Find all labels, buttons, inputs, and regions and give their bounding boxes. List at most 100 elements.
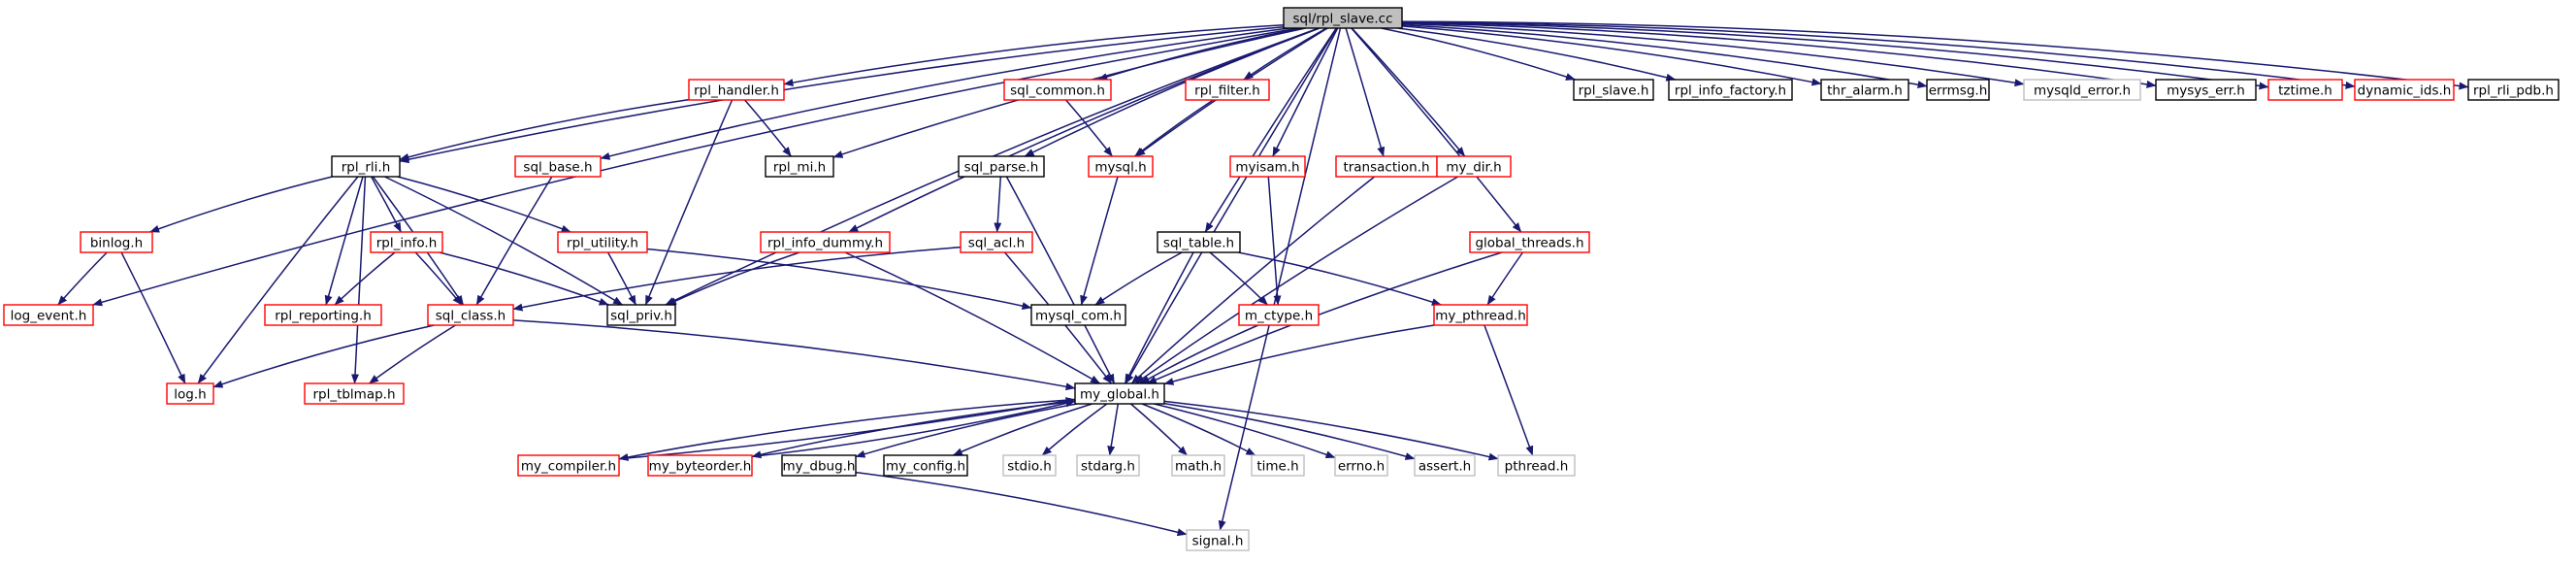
node-mysys-err-h[interactable]: mysys_err.h [2155,79,2257,101]
edge-n0-to-n26 [1204,27,1337,233]
node-box [3,304,94,326]
edge-n22-to-n30 [414,251,463,306]
node-box [80,231,153,253]
node-rpl-utility-h[interactable]: rpl_utility.h [557,231,648,253]
node-myisam-h[interactable]: myisam.h [1229,155,1306,178]
node-label: my_compiler.h [521,459,616,475]
node-box [557,231,648,253]
edge-n1-to-n15 [744,99,792,157]
node-label: dynamic_ids.h [2358,83,2452,99]
node-box [1030,304,1126,326]
node-mysqld-error-h: mysqld_error.h [2023,79,2141,101]
edge-n37-to-n42 [1041,403,1108,456]
node-box [1238,304,1320,326]
node-box [1497,454,1576,477]
node-sql-priv-h[interactable]: sql_priv.h [606,304,676,326]
node-rpl-filter-h[interactable]: rpl_filter.h [1185,79,1270,101]
node-label: mysql_com.h [1035,309,1122,324]
node-dynamic-ids-h[interactable]: dynamic_ids.h [2354,79,2455,101]
node-log-h[interactable]: log.h [166,382,214,405]
node-binlog-h[interactable]: binlog.h [80,231,153,253]
edge-n21-to-n35 [120,251,186,384]
node-label: tztime.h [2278,83,2332,99]
node-sql-base-h[interactable]: sql_base.h [514,155,602,178]
node-box [960,231,1033,253]
node-box [1433,304,1528,326]
node-sql-class-h[interactable]: sql_class.h [427,304,514,326]
node-label: rpl_tblmap.h [312,387,395,403]
edge-n22-to-n31 [439,251,609,306]
node-box [1076,454,1140,477]
edge-n21-to-n28 [57,251,108,306]
node-label: rpl_utility.h [567,236,638,251]
node-rpl-info-dummy-h[interactable]: rpl_info_dummy.h [760,231,891,253]
edge-n30-to-n36 [369,324,456,384]
node-mysql-com-h[interactable]: mysql_com.h [1030,304,1126,326]
node-my-byteorder-h[interactable]: my_byteorder.h [647,454,753,477]
node-box [1283,7,1403,29]
node-math-h: math.h [1171,454,1225,477]
node-box [1088,155,1154,178]
node-my-config-h[interactable]: my_config.h [883,454,968,477]
node-my-compiler-h[interactable]: my_compiler.h [517,454,620,477]
node-errmsg-h[interactable]: errmsg.h [1926,79,1990,101]
node-box [514,155,602,178]
node-label: sql_priv.h [610,309,672,324]
edge-n0-to-n19 [1345,27,1386,157]
edge-n0-to-n9 [1401,21,2157,88]
edge-n3-to-n17 [1134,99,1214,157]
node-label: m_ctype.h [1245,309,1313,324]
node-rpl-slave-h[interactable]: rpl_slave.h [1573,79,1654,101]
node-rpl-tblmap-h[interactable]: rpl_tblmap.h [304,382,405,405]
node-thr-alarm-h[interactable]: thr_alarm.h [1820,79,1909,101]
node-rpl-rli-pdb-h[interactable]: rpl_rli_pdb.h [2467,79,2560,101]
edge-n37-to-n44 [1130,403,1189,456]
node-label: sql_class.h [436,309,505,324]
node-label: rpl_info_dummy.h [767,236,883,251]
node-rpl-info-h[interactable]: rpl_info.h [370,231,443,253]
node-label: pthread.h [1505,459,1569,475]
node-my-pthread-h[interactable]: my_pthread.h [1433,304,1528,326]
node-sql-acl-h[interactable]: sql_acl.h [960,231,1033,253]
node-box [1157,231,1241,253]
node-my-global-h[interactable]: my_global.h [1074,382,1165,405]
node-my-dir-h[interactable]: my_dir.h [1436,155,1512,178]
node-label: errno.h [1338,459,1385,475]
edge-n0-to-n6 [1401,25,1822,86]
edge-n0-to-n1 [783,23,1285,86]
node-tztime-h[interactable]: tztime.h [2267,79,2343,101]
node-box [331,155,401,178]
node-sql-rpl-slave-cc[interactable]: sql/rpl_slave.cc [1283,7,1403,29]
node-transaction-h[interactable]: transaction.h [1335,155,1438,178]
node-sql-table-h[interactable]: sql_table.h [1157,231,1241,253]
edge-n26-to-n37 [1124,251,1194,384]
node-sql-parse-h[interactable]: sql_parse.h [958,155,1045,178]
node-sql-common-h[interactable]: sql_common.h [1003,79,1112,101]
node-box [2155,79,2257,101]
node-my-dbug-h[interactable]: my_dbug.h [781,454,857,477]
edge-n19-to-n37 [1130,176,1376,384]
node-box [1436,155,1512,178]
edge-n0-to-n4 [1381,27,1576,81]
edge-n0-to-n12 [1401,20,2469,90]
edge-n25-to-n30 [512,246,962,312]
edge-n30-to-n35 [212,324,435,388]
edge-n16-to-n25 [994,176,1002,233]
node-rpl-reporting-h[interactable]: rpl_reporting.h [264,304,382,326]
node-box [370,231,443,253]
edge-n13-to-n31 [384,176,623,306]
node-label: rpl_mi.h [773,160,826,176]
node-rpl-mi-h[interactable]: rpl_mi.h [765,155,834,178]
node-label: time.h [1256,459,1298,475]
node-global-threads-h[interactable]: global_threads.h [1469,231,1590,253]
node-rpl-info-factory-h[interactable]: rpl_info_factory.h [1668,79,1793,101]
node-rpl-rli-h[interactable]: rpl_rli.h [331,155,401,178]
node-rpl-handler-h[interactable]: rpl_handler.h [688,79,785,101]
node-label: my_byteorder.h [649,459,752,475]
node-mysql-h[interactable]: mysql.h [1088,155,1154,178]
node-label: errmsg.h [1929,83,1988,99]
node-box [2267,79,2343,101]
node-log-event-h[interactable]: log_event.h [3,304,94,326]
node-m-ctype-h[interactable]: m_ctype.h [1238,304,1320,326]
